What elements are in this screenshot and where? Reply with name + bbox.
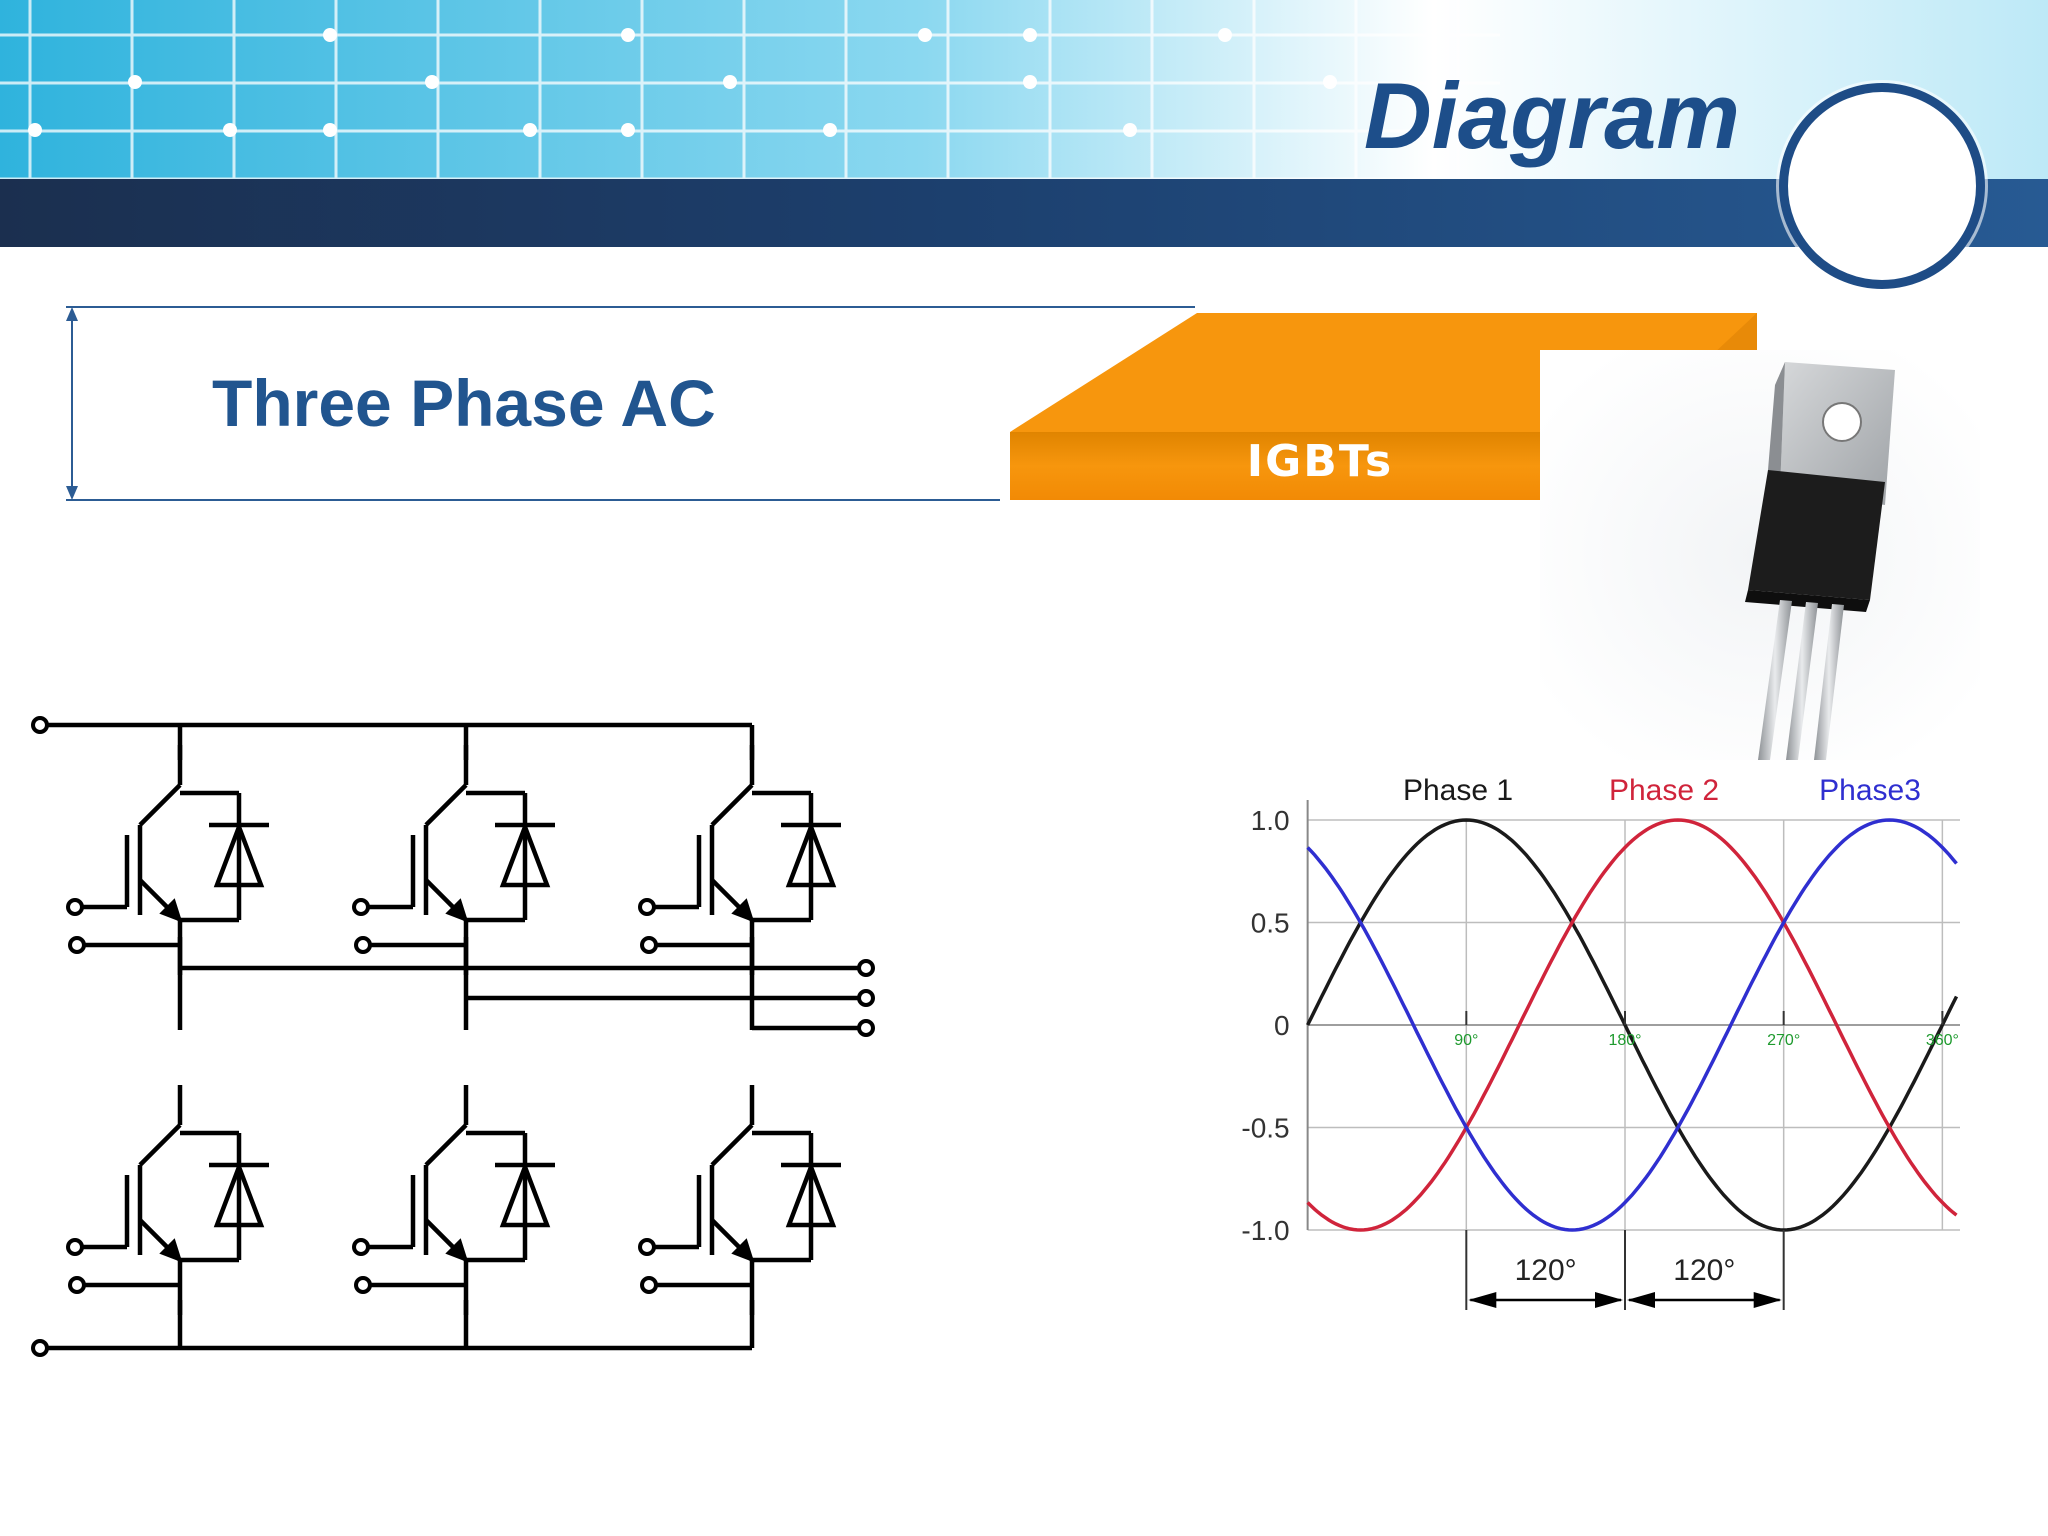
igbt-switch-2 xyxy=(352,745,555,975)
x-tick-label-0: 90° xyxy=(1454,1032,1478,1049)
igbt-switch-1 xyxy=(66,745,269,975)
annotation-label-0: 120° xyxy=(1515,1254,1577,1287)
annotation-arrow-right-1 xyxy=(1753,1292,1782,1308)
igbt-switch-3 xyxy=(638,745,841,975)
y-tick-label-3: -0.5 xyxy=(1241,1113,1289,1144)
decorative-ring xyxy=(1779,83,1985,289)
x-tick-label-2: 270° xyxy=(1767,1032,1800,1049)
tab-label: IGBTs xyxy=(1246,436,1394,487)
x-tick-label-3: 360° xyxy=(1926,1032,1959,1049)
slide-title: Diagram xyxy=(1363,63,1740,168)
annotation-label-1: 120° xyxy=(1673,1254,1735,1287)
y-tick-label-1: 0.5 xyxy=(1251,908,1290,939)
header-grid-pattern xyxy=(0,0,2048,180)
y-tick-label-4: -1.0 xyxy=(1241,1215,1289,1246)
subtitle: Three Phase AC xyxy=(212,366,716,440)
three-phase-waveform-chart: 1.0 0.5 0 -0.5 -1.0 90° 180° 270° 360° Phase 1 P… xyxy=(1241,774,1960,1310)
annotation-arrow-left-0 xyxy=(1468,1292,1497,1308)
chart-grid xyxy=(1306,800,1960,1231)
series-line-1 xyxy=(1306,818,1959,1232)
series-line-3 xyxy=(1306,818,1958,1232)
y-tick-label-2: 0 xyxy=(1274,1010,1290,1041)
igbt-switch-4 xyxy=(66,1085,269,1315)
x-tick-label-1: 180° xyxy=(1608,1032,1641,1049)
legend-entry-1: Phase 1 xyxy=(1403,774,1513,807)
legend-entry-2: Phase 2 xyxy=(1609,774,1719,807)
igbt-switch-6 xyxy=(638,1085,841,1315)
igbt-switch-5 xyxy=(352,1085,555,1315)
y-tick-label-0: 1.0 xyxy=(1251,805,1290,836)
legend-entry-3: Phase3 xyxy=(1819,774,1921,807)
header-band xyxy=(0,179,2048,247)
annotation-arrow-left-1 xyxy=(1627,1292,1655,1308)
three-phase-inverter-circuit xyxy=(31,716,875,1357)
series-line-2 xyxy=(1306,818,1958,1232)
igbt-transistor-image xyxy=(1540,350,1980,760)
annotation-arrow-right-0 xyxy=(1595,1292,1623,1308)
